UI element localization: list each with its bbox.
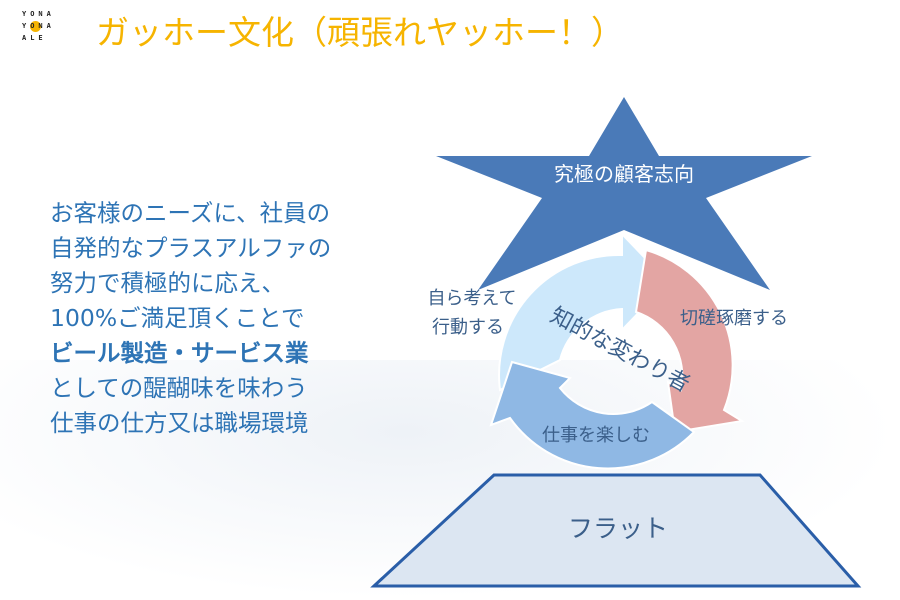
cycle-right-label: 切磋琢磨する — [680, 308, 788, 329]
flat-base-label: フラット — [568, 514, 668, 543]
body-line-2: 自発的なプラスアルファの — [50, 234, 332, 262]
cycle-arrow-blue-bottom — [489, 360, 696, 470]
cycle-bottom-label: 仕事を楽しむ — [542, 425, 650, 446]
logo-dot-icon — [30, 21, 41, 32]
cycle-left-label-line-1: 自ら考えて — [427, 288, 516, 309]
body-line-1: お客様のニーズに、社員の — [50, 199, 331, 227]
logo-line-3: ALE — [22, 34, 47, 42]
yona-yona-ale-logo: YONA YONA ALE — [22, 8, 86, 44]
flat-base-trapezoid — [370, 473, 862, 588]
body-text: お客様のニーズに、社員の 自発的なプラスアルファの 努力で積極的に応え、 100… — [50, 196, 390, 441]
body-line-5-emphasis: ビール製造・サービス業 — [50, 339, 309, 367]
slide-title: ガッホー文化（頑張れヤッホー！） — [96, 13, 624, 52]
cycle-arrow-light-top — [498, 231, 670, 392]
cycle-left-label-line-2: 行動する — [432, 317, 504, 338]
logo-line-2: YONA — [22, 22, 55, 30]
body-line-7: 仕事の仕方又は職場環境 — [50, 409, 309, 437]
body-line-6: としての醍醐味を味わう — [50, 374, 308, 402]
cycle-arrow-pink-right — [634, 248, 745, 434]
body-line-4: 100%ご満足頂くことで — [50, 304, 305, 332]
body-line-3: 努力で積極的に応え、 — [50, 269, 285, 297]
star-label: 究極の顧客志向 — [554, 162, 694, 186]
logo-line-1: YONA — [22, 10, 55, 18]
star-shape — [436, 97, 812, 290]
